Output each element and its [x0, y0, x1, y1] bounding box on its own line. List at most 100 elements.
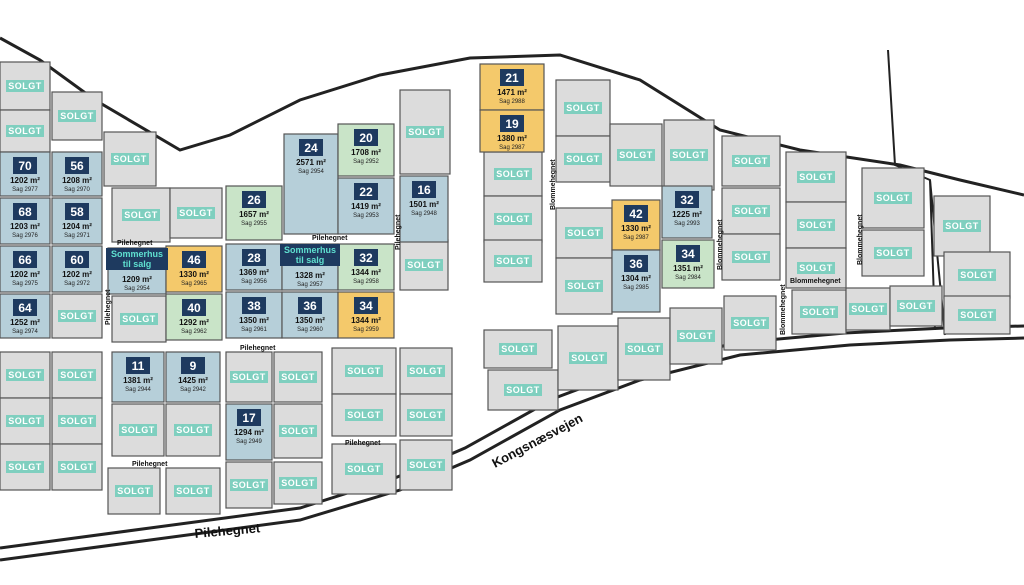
lot-number-badge	[412, 181, 436, 198]
lot-area: 1708 m²	[351, 148, 381, 157]
street-pilehegnet-1: Pilehegnet	[117, 240, 153, 247]
sold-badge-text: SOLGT	[60, 462, 94, 472]
sold-badge-text: SOLGT	[679, 331, 713, 341]
lot-area: 1330 m²	[179, 270, 209, 279]
sold-badge-text: SOLGT	[122, 314, 156, 324]
sold-badge-text: SOLGT	[60, 370, 94, 380]
lot-number-badge	[242, 249, 266, 266]
lot-sag: Sag 2975	[12, 281, 38, 287]
sold-badge	[617, 149, 655, 161]
sold-badge-text: SOLGT	[733, 318, 767, 328]
lot-area: 1350 m²	[295, 316, 325, 325]
sold-badge-text: SOLGT	[408, 127, 442, 137]
sold-badge-text: SOLGT	[121, 425, 155, 435]
lot-area: 1204 m²	[62, 222, 92, 231]
lot-number: 58	[70, 205, 84, 219]
lot-plot[interactable]	[225, 243, 283, 291]
sold-badge-text: SOLGT	[960, 310, 994, 320]
sold-badge	[6, 80, 44, 92]
sold-badge-text: SOLGT	[232, 372, 266, 382]
sold-badge-text: SOLGT	[802, 307, 836, 317]
lot-number: 66	[18, 253, 32, 267]
lot-sag: Sag 2954	[124, 286, 150, 292]
sold-badge-text: SOLGT	[124, 210, 158, 220]
lot-number-badge	[13, 203, 37, 220]
for-sale-banner	[106, 248, 168, 270]
lot-area: 1425 m²	[178, 376, 208, 385]
sold-badge	[115, 485, 153, 497]
lot-sag: Sag 2953	[353, 213, 379, 219]
lot-number-badge	[65, 157, 89, 174]
sold-badge	[58, 310, 96, 322]
sold-badge	[897, 300, 935, 312]
sold-badge-text: SOLGT	[876, 193, 910, 203]
sold-badge	[279, 371, 317, 383]
street-pilehegnet-5: Pilehegnet	[345, 440, 381, 447]
sold-badge	[6, 125, 44, 137]
sold-badge	[732, 251, 770, 263]
lot-number: 17	[242, 411, 256, 425]
lot-number: 34	[359, 299, 373, 313]
lot-sag: Sag 2944	[125, 387, 151, 393]
sold-badge-text: SOLGT	[496, 214, 530, 224]
lot-sag: Sag 2948	[411, 211, 437, 217]
street-blommehegnet-4: Blommehegnet	[857, 214, 864, 265]
lot-sag: Sag 2976	[12, 233, 38, 239]
sold-badge	[345, 409, 383, 421]
sold-badge-text: SOLGT	[627, 344, 661, 354]
sold-badge	[797, 171, 835, 183]
lot-area: 1208 m²	[62, 176, 92, 185]
lot-area: 1328 m²	[295, 271, 325, 280]
lot-sag: Sag 2977	[12, 187, 38, 193]
lot-number: 32	[359, 251, 373, 265]
sold-badge	[58, 369, 96, 381]
lot-sag: Sag 2949	[236, 439, 262, 445]
lot-number: 19	[505, 117, 519, 131]
lot-number: 42	[629, 207, 643, 221]
lot-number-badge	[298, 297, 322, 314]
sold-badge	[406, 126, 444, 138]
sold-badge-text: SOLGT	[619, 150, 653, 160]
lot-number: 38	[247, 299, 261, 313]
lot-sag: Sag 2993	[674, 221, 700, 227]
sold-badge	[565, 227, 603, 239]
sold-badge	[874, 192, 912, 204]
lot-plot[interactable]	[165, 293, 223, 341]
lot-plot[interactable]	[611, 249, 661, 313]
lot-area: 1350 m²	[239, 316, 269, 325]
sold-badge	[174, 424, 212, 436]
sold-badge-text: SOLGT	[281, 372, 315, 382]
lot-plot[interactable]	[479, 63, 545, 111]
sold-badge	[120, 313, 158, 325]
sold-badge-text: SOLGT	[8, 126, 42, 136]
lot-number: 40	[187, 301, 201, 315]
sold-badge-text: SOLGT	[176, 425, 210, 435]
sold-badge-text: SOLGT	[409, 366, 443, 376]
lot-sag: Sag 2971	[64, 233, 90, 239]
sold-badge	[499, 343, 537, 355]
lot-plot[interactable]	[661, 185, 713, 239]
sold-badge	[119, 424, 157, 436]
sold-badge-text: SOLGT	[347, 464, 381, 474]
lot-number-badge	[354, 129, 378, 146]
lot-number: 36	[629, 257, 643, 271]
street-blommehegnet-3: Blommehegnet	[780, 284, 787, 335]
lot-number: 60	[70, 253, 84, 267]
lot-number-badge	[500, 115, 524, 132]
lot-sag: Sag 2974	[12, 329, 38, 335]
sold-badge-text: SOLGT	[409, 410, 443, 420]
sold-badge-text: SOLGT	[567, 228, 601, 238]
lot-number: 16	[417, 183, 431, 197]
lot-sag: Sag 2955	[241, 221, 267, 227]
lot-sag: Sag 2987	[623, 235, 649, 241]
lot-number-badge	[354, 297, 378, 314]
sold-badge-text: SOLGT	[945, 221, 979, 231]
lot-plot[interactable]	[225, 291, 283, 339]
sold-badge-text: SOLGT	[176, 486, 210, 496]
sold-badge	[625, 343, 663, 355]
sold-badge-text: SOLGT	[281, 478, 315, 488]
sold-badge	[958, 309, 996, 321]
for-sale-text-1: Sommerhus	[284, 245, 336, 255]
lot-number: 70	[18, 159, 32, 173]
sold-badge-text: SOLGT	[409, 460, 443, 470]
